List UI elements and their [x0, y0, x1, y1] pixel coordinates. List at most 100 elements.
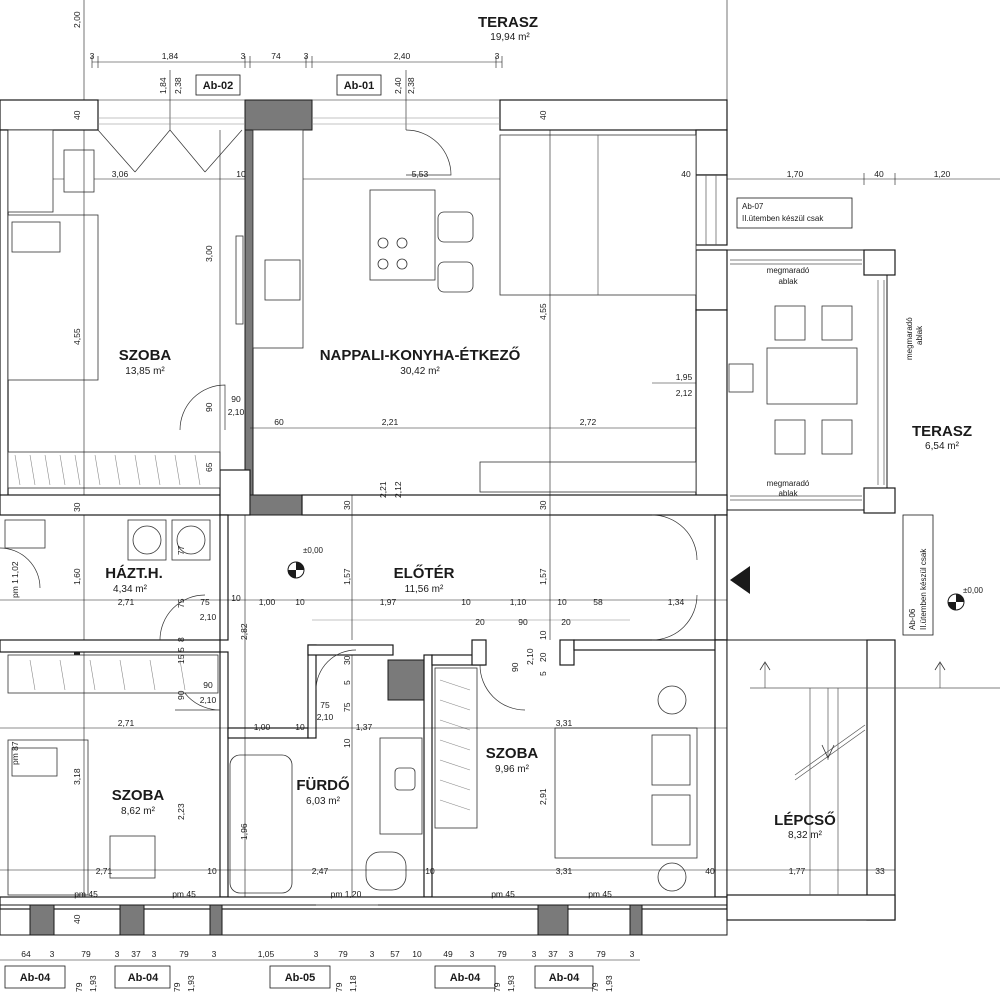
dim-text: 1,20 [934, 169, 951, 179]
tag-ab02: Ab-02 [203, 80, 234, 92]
dim-text: 5 [176, 647, 186, 652]
dim-text: 79 [81, 949, 91, 959]
room-name-furdo: FÜRDŐ [296, 776, 350, 794]
dim-text: 74 [271, 51, 281, 61]
room-name-szoba-sw: SZOBA [112, 787, 165, 804]
dim-text: 10 [557, 597, 567, 607]
wardrobe-row [7, 451, 221, 489]
tag-ab06-note: II.ütemben készül csak [919, 548, 928, 630]
dim-text: 3 [152, 949, 157, 959]
dim-text: 1,57 [342, 568, 352, 585]
building-walls [0, 99, 1000, 936]
toilet [365, 851, 407, 891]
tag-ab04-d: Ab-04 [549, 972, 580, 984]
dim-text: 10 [207, 866, 217, 876]
room-name-eloter: ELŐTÉR [394, 564, 455, 582]
dim-text: 1,05 [258, 949, 275, 959]
dim-text: 4,55 [538, 303, 548, 320]
dim-text: 1,97 [380, 597, 397, 607]
dim-text: 79 [179, 949, 189, 959]
dim-text: 2,10 [317, 712, 334, 722]
dim-text: 90 [204, 402, 214, 412]
room-area-nappali: 30,42 m² [400, 366, 440, 377]
dim-text: 65 [204, 462, 214, 472]
dim-text: 10 [461, 597, 471, 607]
dim-text: 40 [705, 866, 715, 876]
tag-ab04-c: Ab-04 [450, 972, 481, 984]
dim-text: 2,71 [118, 597, 135, 607]
room-name-szoba-s: SZOBA [486, 745, 539, 762]
dim-text: 2,91 [538, 788, 548, 805]
note-megmarado-bot: megmaradó [767, 479, 810, 488]
dim-text: 90 [203, 680, 213, 690]
dim-text: 30 [72, 502, 82, 512]
note-level-b: ±0,00 [963, 586, 984, 595]
dim-text: 5,53 [412, 169, 429, 179]
dim-text: 1,02 [10, 561, 20, 578]
dim-text: 1,84 [158, 77, 168, 94]
entrance-marker-icon [730, 566, 750, 594]
tag-ab04-b: Ab-04 [128, 972, 159, 984]
dim-text: 57 [390, 949, 400, 959]
level-marker-icon [287, 561, 305, 579]
dim-text: 30 [538, 500, 548, 510]
dim-text: 3 [212, 949, 217, 959]
tv-unit [479, 461, 697, 493]
dim-text: 2,47 [312, 866, 329, 876]
wardrobe [7, 129, 54, 213]
dim-text: 30 [342, 500, 352, 510]
dim-text: 2,21 [378, 481, 388, 498]
dim-text: 79 [172, 982, 182, 992]
dim-text: 3 [90, 51, 95, 61]
dim-text: 2,40 [394, 51, 411, 61]
dim-text: pm 1,20 [331, 889, 362, 899]
dim-text: 2,71 [96, 866, 113, 876]
dim-text: 3 [495, 51, 500, 61]
note-megmarado-top: megmaradó [767, 266, 810, 275]
dim-text: 64 [21, 949, 31, 959]
dim-text: 10 [425, 866, 435, 876]
dim-text: 3 [470, 949, 475, 959]
tag-ab04-a: Ab-04 [20, 972, 51, 984]
dim-text: pm 45 [172, 889, 196, 899]
dining-table [766, 347, 858, 405]
dim-text: 2,00 [72, 11, 82, 28]
dim-text: 10 [342, 738, 352, 748]
notes: megmaradó ablak megmaradó ablak megmarad… [287, 266, 984, 611]
dim-text: 3 [569, 949, 574, 959]
dim-text: 1,93 [506, 975, 516, 992]
dim-text: 1,60 [72, 568, 82, 585]
dim-text: 2,12 [676, 388, 693, 398]
dim-text: 90 [176, 690, 186, 700]
dim-text: 1,77 [789, 866, 806, 876]
dim-text: 2,40 [393, 77, 403, 94]
dim-text: 2,10 [200, 612, 217, 622]
room-name-terasz-east: TERASZ [912, 423, 972, 440]
dim-text: 3,18 [72, 768, 82, 785]
dim-text: 58 [593, 597, 603, 607]
dim-text: 1,34 [668, 597, 685, 607]
dim-text: 2,71 [118, 718, 135, 728]
tag-ab07-note: II.ütemben készül csak [742, 214, 824, 223]
openings [0, 117, 698, 906]
dim-text: pm 45 [588, 889, 612, 899]
desk-chair-sw [109, 835, 156, 879]
dim-text: 30 [342, 655, 352, 665]
note-ablak-bot: ablak [778, 489, 798, 498]
dim-text: 40 [72, 914, 82, 924]
dim-text: 2,38 [406, 77, 416, 94]
dim-text: 37 [548, 949, 558, 959]
furniture [4, 129, 698, 896]
note-level-a: ±0,00 [303, 546, 324, 555]
dim-text: 75 [342, 702, 352, 712]
dim-text: pm 87 [10, 741, 20, 765]
dim-text: 3 [314, 949, 319, 959]
dim-text: 49 [443, 949, 453, 959]
room-area-haztartasi: 4,34 m² [113, 584, 148, 595]
room-area-lepcso: 8,32 m² [788, 830, 823, 841]
dim-text: 75 [200, 597, 210, 607]
dim-text: 75 [320, 700, 330, 710]
dim-text: 3 [532, 949, 537, 959]
tag-ab07: Ab-07 [742, 202, 764, 211]
dim-text: 10 [412, 949, 422, 959]
